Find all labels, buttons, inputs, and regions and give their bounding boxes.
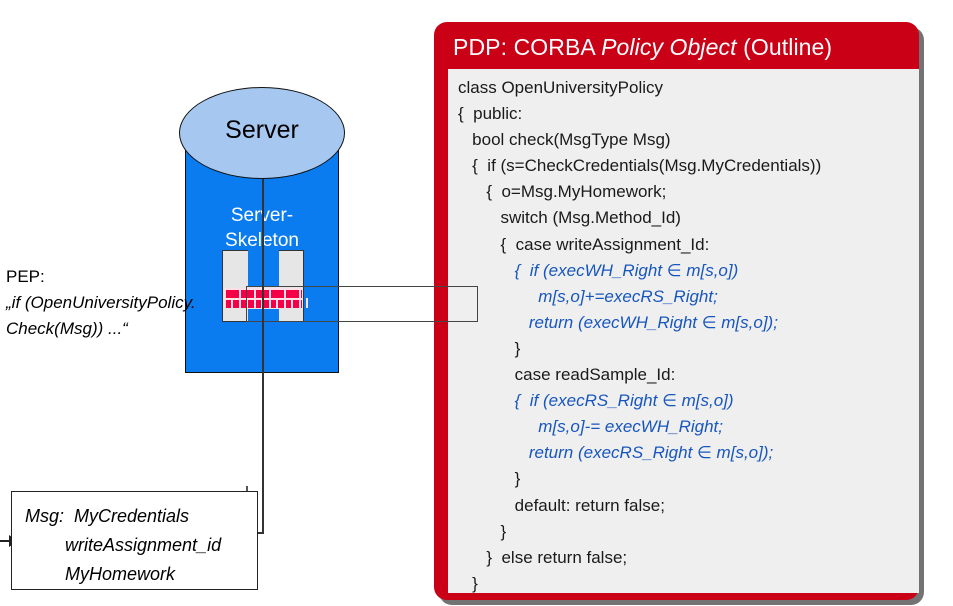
- code-line: { case writeAssignment_Id:: [458, 234, 710, 254]
- code-line: return (execRS_Right ∈ m[s,o]);: [458, 443, 774, 463]
- code-line: }: [458, 573, 478, 593]
- pdp-title-italic: Policy Object: [601, 34, 737, 60]
- pep-caption-line3: Check(Msg)) ...“: [6, 319, 128, 338]
- message-line: writeAssignment_id: [25, 535, 222, 555]
- code-line: default: return false;: [458, 495, 665, 515]
- code-line: { public:: [458, 104, 523, 124]
- code-line: bool check(MsgType Msg): [458, 130, 671, 150]
- code-line: { if (execWH_Right ∈ m[s,o]): [458, 260, 739, 280]
- pdp-code-block: class OpenUniversityPolicy { public: bool…: [448, 69, 919, 593]
- message-line: MyHomework: [25, 564, 176, 584]
- code-line: }: [458, 338, 521, 358]
- policy-source-code: class OpenUniversityPolicy { public: bool…: [458, 75, 821, 593]
- pep-to-pdp-connector: [246, 286, 478, 322]
- code-line: switch (Msg.Method_Id): [458, 208, 681, 228]
- server-skeleton-label-line1: Server-: [185, 203, 339, 228]
- message-line: Msg: MyCredentials: [25, 506, 190, 526]
- incoming-message-line: [0, 540, 14, 542]
- code-line: m[s,o]+=execRS_Right;: [458, 286, 718, 306]
- code-line: m[s,o]-= execWH_Right;: [458, 417, 723, 437]
- request-flow-line: [262, 160, 264, 533]
- server-skeleton-label-line2: Skeleton: [185, 228, 339, 253]
- code-line: { o=Msg.MyHomework;: [458, 182, 667, 202]
- pep-caption-line2: „if (OpenUniversityPolicy.: [6, 293, 196, 312]
- code-line: } else return false;: [458, 547, 628, 567]
- code-line: case readSample_Id:: [458, 365, 676, 385]
- pep-caption-line1: PEP:: [6, 267, 45, 286]
- pdp-title-prefix: PDP: CORBA: [453, 34, 602, 60]
- pep-caption: PEP: „if (OpenUniversityPolicy. Check(Ms…: [6, 264, 236, 342]
- message-box: Msg: MyCredentials writeAssignment_id My…: [11, 491, 258, 590]
- message-box-text: Msg: MyCredentials writeAssignment_id My…: [25, 502, 221, 589]
- pdp-title-suffix: (Outline): [736, 34, 833, 60]
- code-line: }: [458, 521, 507, 541]
- code-line: { if (s=CheckCredentials(Msg.MyCredentia…: [458, 156, 822, 176]
- code-line: }: [458, 469, 521, 489]
- server-label: Server: [225, 116, 299, 144]
- pdp-policy-object-panel: PDP: CORBA Policy Object (Outline) class…: [434, 22, 919, 600]
- server-skeleton-label: Server- Skeleton: [185, 203, 339, 253]
- pdp-panel-title: PDP: CORBA Policy Object (Outline): [453, 32, 832, 62]
- code-line: { if (execRS_Right ∈ m[s,o]): [458, 391, 734, 411]
- code-line: return (execWH_Right ∈ m[s,o]);: [458, 312, 778, 332]
- code-line: class OpenUniversityPolicy: [458, 78, 664, 97]
- server-cylinder-top: [179, 87, 345, 179]
